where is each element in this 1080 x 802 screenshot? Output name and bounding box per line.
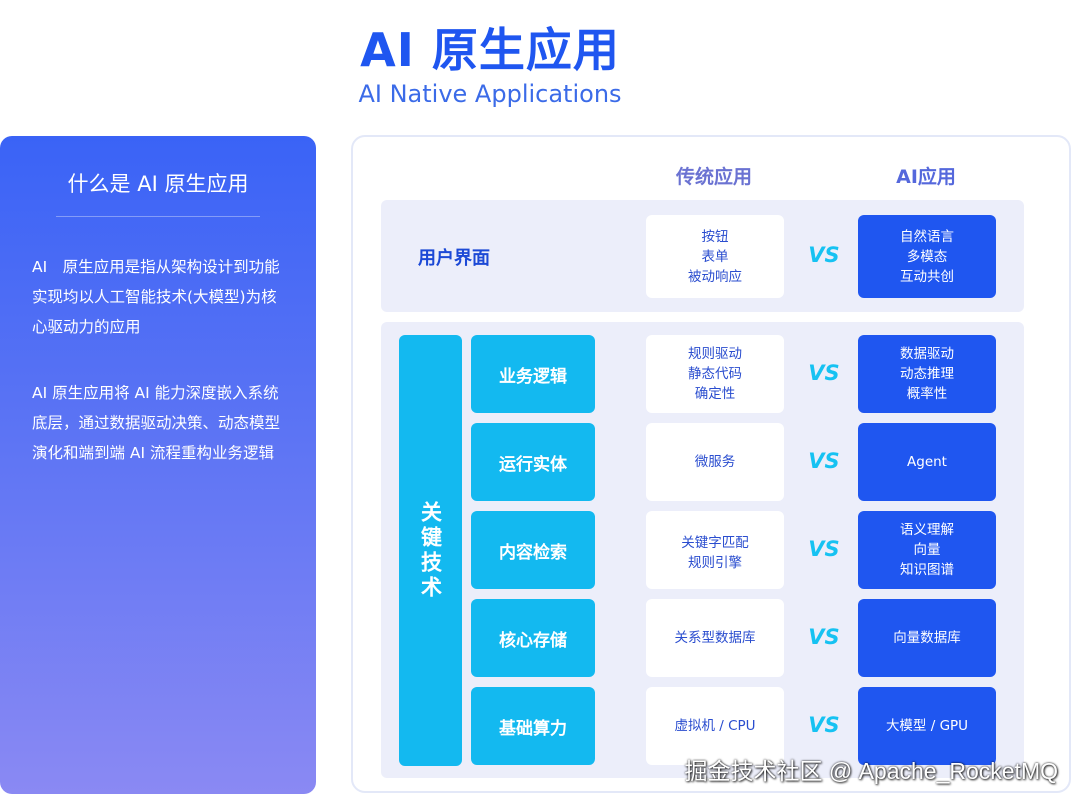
definition-paragraph: AI 原生应用将 AI 能力深度嵌入系统底层，通过数据驱动决策、动态模型演化和端… bbox=[32, 384, 281, 462]
ai-cell: 大模型 / GPU bbox=[858, 687, 996, 765]
cell-line: Agent bbox=[907, 454, 947, 470]
cell-line: 数据驱动 bbox=[900, 346, 954, 362]
traditional-cell: 关系型数据库 bbox=[646, 599, 784, 677]
page-title: AI 原生应用 bbox=[360, 23, 620, 77]
divider bbox=[56, 216, 260, 217]
key-tech-label: 关键技术 bbox=[418, 500, 443, 601]
traditional-cell: 按钮 表单 被动响应 bbox=[646, 215, 784, 298]
cell-line: 多模态 bbox=[906, 248, 948, 265]
cell-line: 动态推理 bbox=[900, 366, 954, 382]
cell-line: 互动共创 bbox=[900, 268, 954, 285]
cell-line: 向量数据库 bbox=[893, 630, 961, 646]
definition-title: 什么是 AI 原生应用 bbox=[67, 172, 249, 196]
definition-paragraph: AI 原生应用是指从架构设计到功能实现均以人工智能技术(大模型)为核心驱动力的应… bbox=[32, 258, 280, 336]
cell-line: 自然语言 bbox=[900, 228, 954, 245]
vs-label: VS bbox=[808, 625, 840, 649]
cell-line: 规则引擎 bbox=[688, 555, 742, 571]
cell-line: 向量 bbox=[913, 542, 941, 558]
page-subtitle: AI Native Applications bbox=[358, 80, 622, 108]
traditional-cell: 规则驱动 静态代码 确定性 bbox=[646, 335, 784, 413]
traditional-cell: 关键字匹配 规则引擎 bbox=[646, 511, 784, 589]
row-label-compute: 基础算力 bbox=[471, 687, 595, 765]
row-label-content-retrieval: 内容检索 bbox=[471, 511, 595, 589]
ai-cell: 数据驱动 动态推理 概率性 bbox=[858, 335, 996, 413]
row-label-runtime-entity: 运行实体 bbox=[471, 423, 595, 501]
cell-line: 表单 bbox=[701, 248, 729, 265]
cell-line: 按钮 bbox=[701, 228, 729, 245]
cell-line: 静态代码 bbox=[688, 366, 742, 382]
key-tech-bar: 关键技术 bbox=[399, 335, 462, 766]
column-header-ai: AI应用 bbox=[896, 166, 956, 188]
user-interface-label: 用户界面 bbox=[418, 248, 490, 269]
definition-panel: 什么是 AI 原生应用 AI 原生应用是指从架构设计到功能实现均以人工智能技术(… bbox=[0, 136, 316, 794]
cell-line: 虚拟机 / CPU bbox=[674, 718, 756, 734]
watermark: 掘金技术社区 @ Apache_RocketMQ bbox=[684, 758, 1058, 784]
traditional-cell: 虚拟机 / CPU bbox=[646, 687, 784, 765]
column-header-traditional: 传统应用 bbox=[675, 166, 752, 188]
cell-line: 微服务 bbox=[694, 454, 736, 470]
cell-line: 语义理解 bbox=[900, 522, 954, 538]
cell-line: 知识图谱 bbox=[900, 562, 954, 578]
row-label-core-storage: 核心存储 bbox=[471, 599, 595, 677]
ai-cell: Agent bbox=[858, 423, 996, 501]
cell-line: 被动响应 bbox=[688, 268, 742, 285]
ai-cell: 语义理解 向量 知识图谱 bbox=[858, 511, 996, 589]
cell-line: 关系型数据库 bbox=[674, 630, 756, 646]
vs-label: VS bbox=[808, 537, 840, 561]
cell-line: 概率性 bbox=[906, 386, 948, 402]
cell-line: 关键字匹配 bbox=[681, 535, 749, 551]
ai-cell: 自然语言 多模态 互动共创 bbox=[858, 215, 996, 298]
vs-label: VS bbox=[808, 243, 840, 267]
traditional-cell: 微服务 bbox=[646, 423, 784, 501]
cell-line: 规则驱动 bbox=[688, 346, 742, 362]
vs-label: VS bbox=[808, 713, 840, 737]
row-label-business-logic: 业务逻辑 bbox=[471, 335, 595, 413]
cell-line: 大模型 / GPU bbox=[885, 718, 969, 734]
vs-label: VS bbox=[808, 361, 840, 385]
ai-cell: 向量数据库 bbox=[858, 599, 996, 677]
cell-line: 确定性 bbox=[694, 386, 736, 402]
vs-label: VS bbox=[808, 449, 840, 473]
